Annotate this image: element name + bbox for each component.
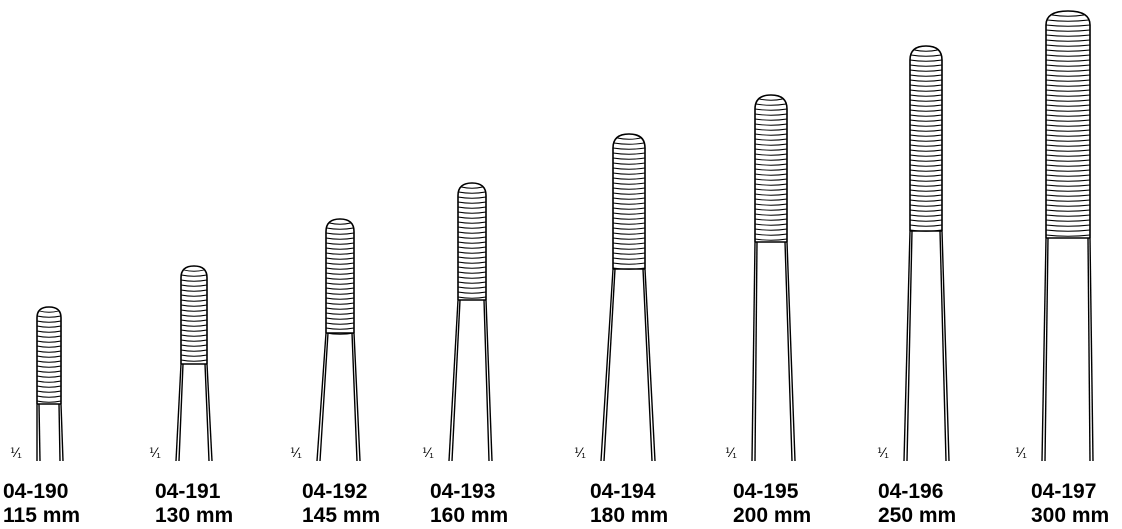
serration-lines <box>36 310 62 403</box>
serration-lines <box>457 186 487 299</box>
forceps-04-195 <box>751 94 796 462</box>
instrument-length: 180 mm <box>590 504 669 527</box>
instrument-length: 115 mm <box>3 504 81 527</box>
forceps-legs <box>1041 237 1094 462</box>
scale-mark: ⅟₁ <box>574 445 586 460</box>
instrument-length: 145 mm <box>302 504 381 527</box>
instrument-length: 160 mm <box>430 504 509 527</box>
forceps-04-191 <box>175 265 213 462</box>
forceps-04-193 <box>448 182 493 462</box>
article-number: 04-191 <box>155 480 221 503</box>
jaw-outline <box>457 182 487 300</box>
forceps-legs <box>448 299 493 462</box>
jaw-outline <box>909 45 943 231</box>
scale-mark: ⅟₁ <box>290 445 302 460</box>
scale-mark: ⅟₁ <box>10 445 22 460</box>
jaw-outline <box>36 306 62 404</box>
scale-mark: ⅟₁ <box>725 445 737 460</box>
article-number: 04-197 <box>1031 480 1097 503</box>
jaw-outline <box>1045 10 1091 238</box>
scale-mark: ⅟₁ <box>422 445 434 460</box>
serration-lines <box>1045 14 1091 237</box>
article-number: 04-190 <box>3 480 69 503</box>
instrument-length: 130 mm <box>155 504 234 527</box>
article-number: 04-193 <box>430 480 496 503</box>
serration-lines <box>754 98 788 241</box>
forceps-04-190 <box>36 306 64 462</box>
scale-mark: ⅟₁ <box>877 445 889 460</box>
forceps-04-194 <box>600 133 656 462</box>
forceps-legs <box>175 363 213 462</box>
forceps-04-196 <box>903 45 950 462</box>
forceps-legs <box>316 332 361 462</box>
article-number: 04-194 <box>590 480 656 503</box>
forceps-legs <box>600 268 656 462</box>
jaw-outline <box>612 133 646 269</box>
article-number: 04-192 <box>302 480 368 503</box>
instrument-length: 200 mm <box>733 504 812 527</box>
scale-mark: ⅟₁ <box>1015 445 1027 460</box>
article-number: 04-195 <box>733 480 799 503</box>
forceps-04-192 <box>316 218 361 462</box>
instrument-length: 250 mm <box>878 504 957 527</box>
scale-mark: ⅟₁ <box>149 445 161 460</box>
jaw-outline <box>325 218 355 333</box>
instrument-length: 300 mm <box>1031 504 1110 527</box>
serration-lines <box>180 269 208 362</box>
forceps-04-197 <box>1041 10 1094 462</box>
forceps-legs <box>903 230 950 462</box>
forceps-legs <box>751 241 796 462</box>
article-number: 04-196 <box>878 480 944 503</box>
forceps-legs <box>36 403 64 462</box>
